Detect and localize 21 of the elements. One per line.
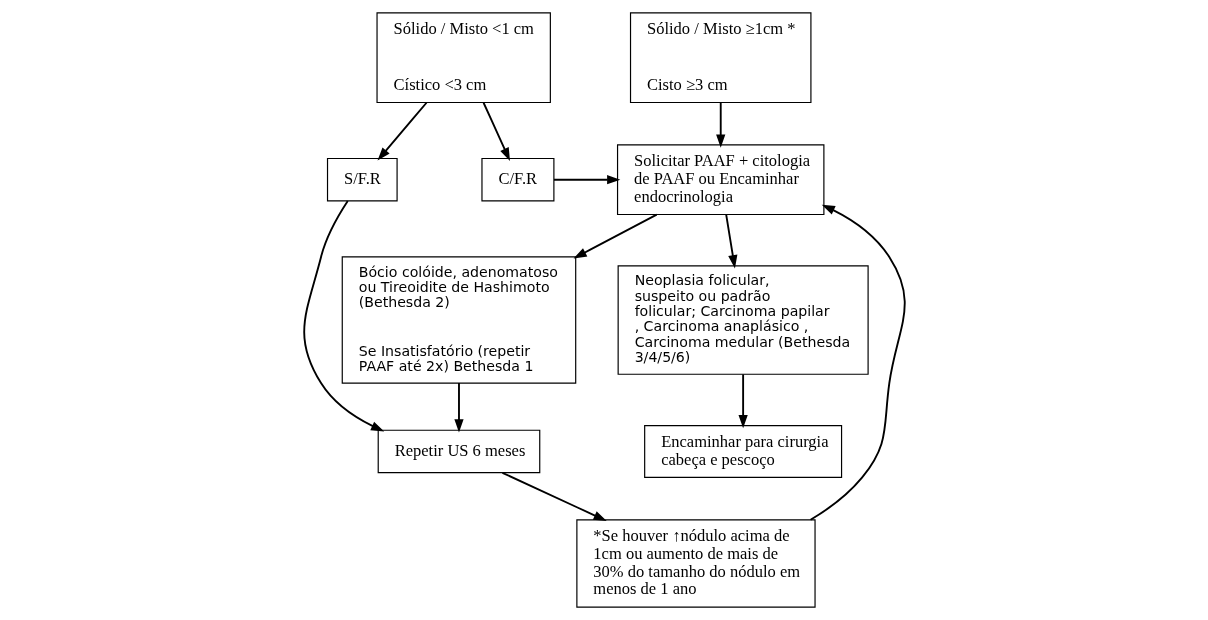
arrow [501, 471, 607, 522]
arrow [453, 382, 464, 433]
node-box: Repetir US 6 meses [377, 429, 540, 474]
arrow [809, 204, 906, 521]
node-box: C/F.R [480, 157, 554, 202]
node-box: *Se houver ↑nódulo acima de 1cm ou aumento de mais de 30% do tamanho do nódulo em menos de 1 ano [575, 519, 816, 608]
arrow [738, 373, 748, 429]
arrow [482, 101, 510, 162]
node-box: Neoplasia folicular, suspeito ou padrão folicular; Carcinoma papilar , Carcinoma anaplásico , Carcinoma medular (Bethesda 3/4/5/6) [617, 265, 869, 375]
arrow [715, 101, 725, 148]
arrow [572, 213, 658, 259]
arrow [552, 175, 620, 185]
node-box: S/F.R [326, 157, 398, 202]
node-box: Solicitar PAAF + citologia de PAAF ou Encaminhar endocrinologia [616, 144, 824, 216]
arrow [377, 101, 427, 161]
arrow [724, 213, 737, 269]
node-box: Encaminhar para cirurgia cabeça e pescoço [643, 424, 842, 478]
node-box: Sólido / Misto <1 cm Cístico <3 cm [375, 12, 551, 104]
node-box: Bócio colóide, adenomatoso ou Tireoidite de Hashimoto (Bethesda 2) Se Insatisfatório (repetir PAAF até 2x) Bethesda 1 [341, 256, 576, 384]
node-box: Sólido / Misto ≥1cm * Cisto ≥3 cm [629, 12, 811, 104]
arrow [302, 200, 384, 432]
